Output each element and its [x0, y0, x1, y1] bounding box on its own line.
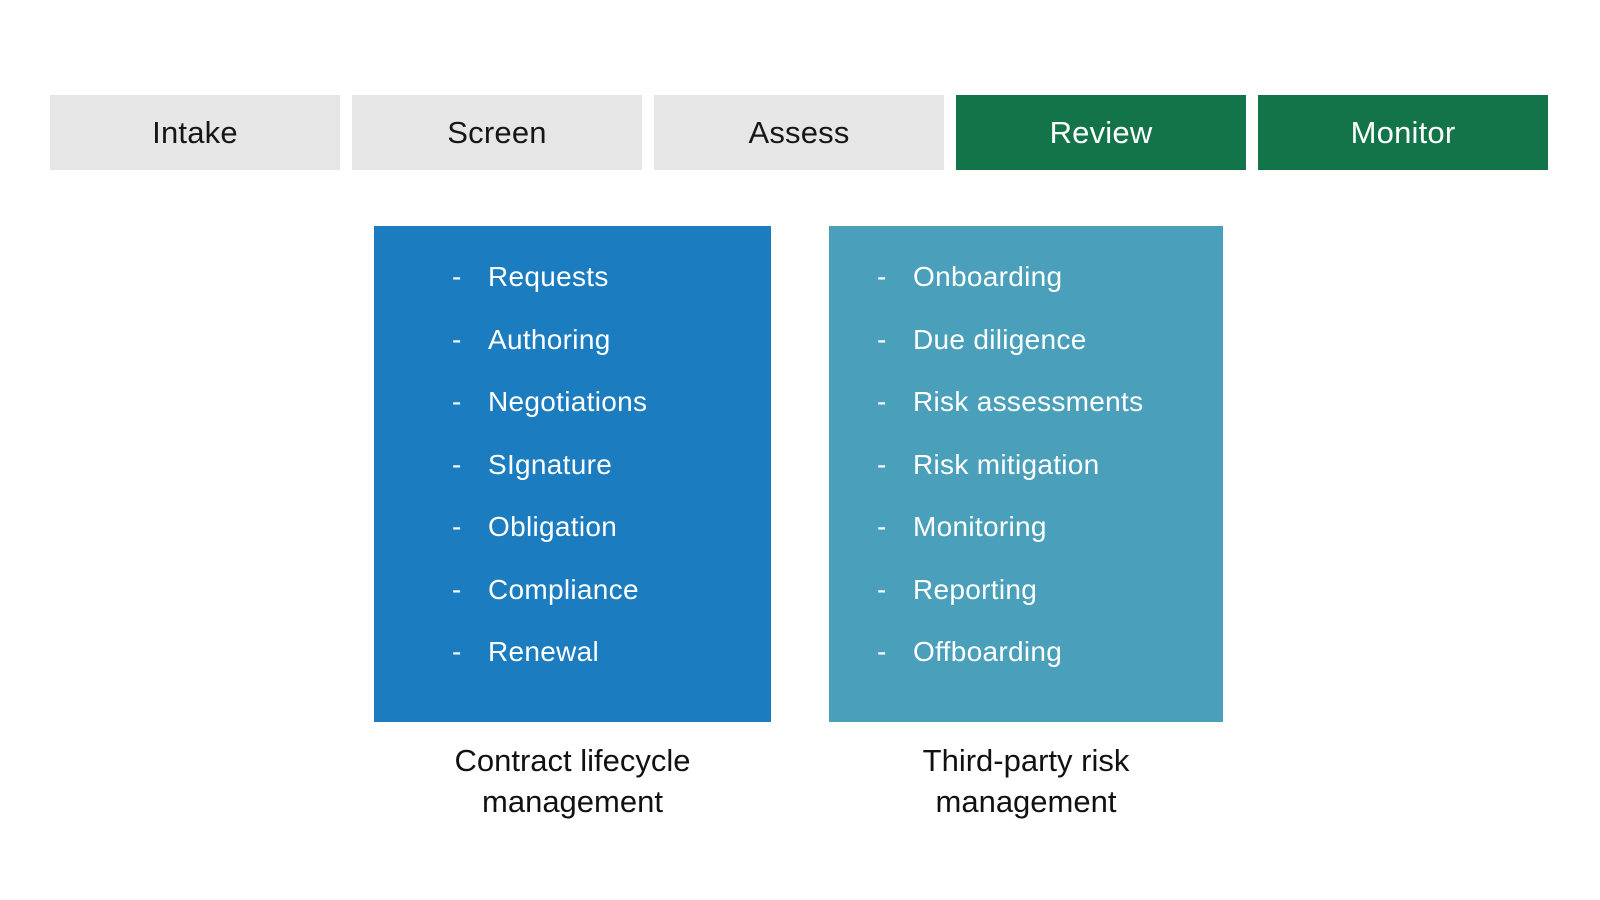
- list-item-label: Renewal: [488, 636, 600, 668]
- dash-bullet: -: [877, 636, 887, 668]
- list-item-label: Onboarding: [913, 261, 1063, 293]
- dash-bullet: -: [452, 386, 462, 418]
- list-item: -Risk assessments: [829, 371, 1223, 434]
- list-item: -Obligation: [374, 496, 771, 559]
- dash-bullet: -: [877, 323, 887, 355]
- list-item: -Negotiations: [374, 371, 771, 434]
- caption-line: Contract lifecycle: [454, 743, 691, 778]
- list-item-label: Authoring: [488, 323, 611, 355]
- list-item-label: Obligation: [488, 511, 618, 543]
- stage-review: Review: [956, 95, 1246, 170]
- list-item: -Authoring: [374, 309, 771, 372]
- list-item: -Requests: [374, 246, 771, 309]
- dash-bullet: -: [452, 323, 462, 355]
- dash-bullet: -: [877, 261, 887, 293]
- list-item-label: Due diligence: [913, 323, 1087, 355]
- dash-bullet: -: [877, 511, 887, 543]
- dash-bullet: -: [452, 261, 462, 293]
- dash-bullet: -: [452, 448, 462, 480]
- stage-screen: Screen: [352, 95, 642, 170]
- dash-bullet: -: [877, 448, 887, 480]
- stage-intake: Intake: [50, 95, 340, 170]
- stage-assess: Assess: [654, 95, 944, 170]
- list-item: -Due diligence: [829, 309, 1223, 372]
- caption-line: management: [935, 784, 1117, 819]
- contract-lifecycle-list: -Requests-Authoring-Negotiations-SIgnatu…: [374, 226, 771, 684]
- dash-bullet: -: [877, 573, 887, 605]
- list-item: -Onboarding: [829, 246, 1223, 309]
- list-item: -Compliance: [374, 559, 771, 622]
- list-item: -Renewal: [374, 621, 771, 684]
- dash-bullet: -: [452, 511, 462, 543]
- panel-third-party-risk: -Onboarding-Due diligence-Risk assessmen…: [829, 226, 1223, 722]
- list-item-label: Monitoring: [913, 511, 1047, 543]
- list-item: -Risk mitigation: [829, 434, 1223, 497]
- dash-bullet: -: [877, 386, 887, 418]
- list-item-label: Requests: [488, 261, 609, 293]
- list-item: -SIgnature: [374, 434, 771, 497]
- third-party-risk-list: -Onboarding-Due diligence-Risk assessmen…: [829, 226, 1223, 684]
- caption-contract-lifecycle: Contract lifecycle management: [374, 740, 771, 822]
- list-item-label: Reporting: [913, 573, 1038, 605]
- list-item-label: Compliance: [488, 573, 639, 605]
- dash-bullet: -: [452, 636, 462, 668]
- list-item-label: Risk assessments: [913, 386, 1144, 418]
- list-item: -Reporting: [829, 559, 1223, 622]
- list-item: -Offboarding: [829, 621, 1223, 684]
- list-item-label: Offboarding: [913, 636, 1063, 668]
- stage-monitor: Monitor: [1258, 95, 1548, 170]
- list-item-label: Negotiations: [488, 386, 648, 418]
- caption-line: management: [482, 784, 663, 819]
- list-item: -Monitoring: [829, 496, 1223, 559]
- caption-third-party-risk: Third-party risk management: [829, 740, 1223, 822]
- list-item-label: Risk mitigation: [913, 448, 1100, 480]
- caption-line: Third-party risk: [922, 743, 1130, 778]
- panel-contract-lifecycle: -Requests-Authoring-Negotiations-SIgnatu…: [374, 226, 771, 722]
- list-item-label: SIgnature: [488, 448, 613, 480]
- dash-bullet: -: [452, 573, 462, 605]
